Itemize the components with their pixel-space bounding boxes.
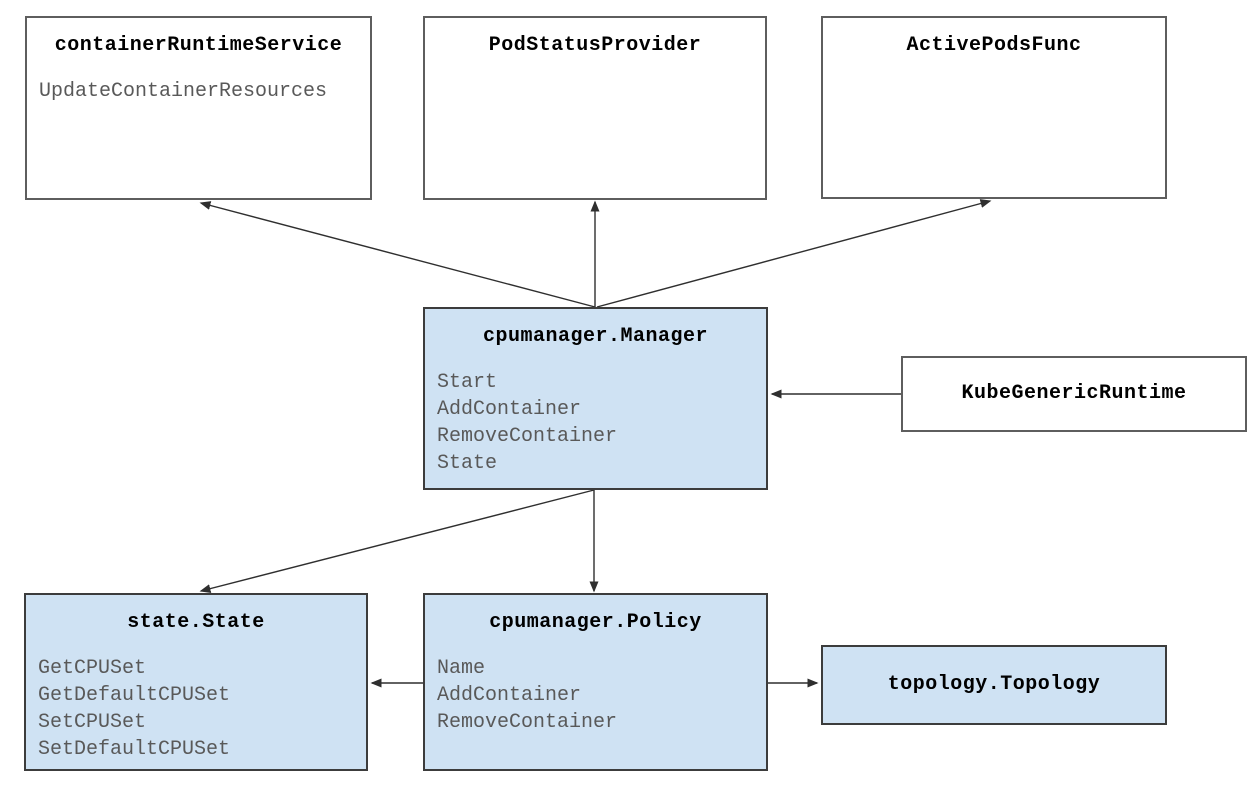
method-item: RemoveContainer (437, 425, 618, 448)
method-item: AddContainer (437, 398, 582, 421)
method-list: GetCPUSet GetDefaultCPUSet SetCPUSet Set… (26, 655, 366, 763)
box-cpumanager-manager: cpumanager.Manager Start AddContainer Re… (423, 307, 768, 490)
box-title: cpumanager.Policy (489, 611, 702, 634)
edge-cpumanager_manager-to-state_state (199, 489, 595, 593)
box-title: containerRuntimeService (54, 34, 343, 57)
box-title: KubeGenericRuntime (961, 382, 1187, 405)
box-kube-generic-runtime: KubeGenericRuntime (901, 356, 1247, 432)
method-item: RemoveContainer (437, 711, 618, 734)
method-item: UpdateContainerResources (39, 80, 328, 103)
method-item: GetCPUSet (38, 657, 147, 680)
box-title: PodStatusProvider (488, 34, 702, 57)
method-item: Start (437, 371, 498, 394)
box-cpumanager-policy: cpumanager.Policy Name AddContainer Remo… (423, 593, 768, 771)
method-list: Start AddContainer RemoveContainer State (425, 369, 766, 477)
method-item: SetCPUSet (38, 711, 147, 734)
method-item: State (437, 452, 498, 475)
method-list: Name AddContainer RemoveContainer (425, 655, 766, 736)
method-list: UpdateContainerResources (27, 78, 370, 105)
box-title: ActivePodsFunc (906, 34, 1082, 57)
box-title: cpumanager.Manager (482, 325, 709, 348)
box-title: state.State (127, 611, 265, 634)
method-item: AddContainer (437, 684, 582, 707)
box-container-runtime-service: containerRuntimeService UpdateContainerR… (25, 16, 372, 200)
box-topology-topology: topology.Topology (821, 645, 1167, 725)
method-item: GetDefaultCPUSet (38, 684, 231, 707)
method-item: Name (437, 657, 486, 680)
edge-cpumanager_manager-to-active_pods_func (596, 199, 992, 308)
box-pod-status-provider: PodStatusProvider (423, 16, 767, 200)
box-active-pods-func: ActivePodsFunc (821, 16, 1167, 199)
edge-cpumanager_manager-to-container_runtime_service (199, 201, 596, 308)
box-state-state: state.State GetCPUSet GetDefaultCPUSet S… (24, 593, 368, 771)
box-title: topology.Topology (887, 673, 1101, 696)
method-item: SetDefaultCPUSet (38, 738, 231, 761)
